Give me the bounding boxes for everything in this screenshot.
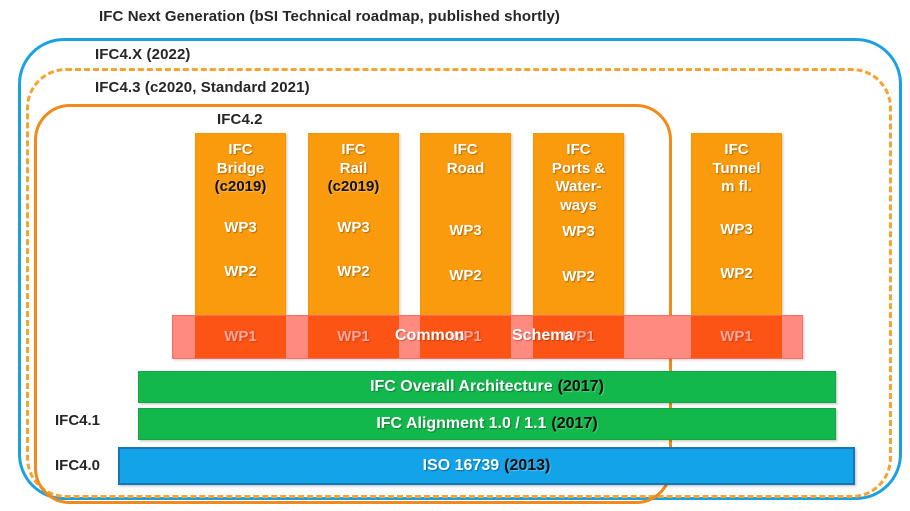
bar-label: ISO 16739 (422, 457, 500, 474)
bar-ifc-alignment[interactable]: IFC Alignment 1.0 / 1.1 (2017) (138, 408, 836, 440)
bar-label: IFC Overall Architecture (370, 378, 553, 395)
column-title-line: IFC (566, 141, 591, 158)
label-ifc41: IFC4.1 (55, 412, 101, 429)
column-title-line: IFC (724, 141, 749, 158)
column-wp3: WP3 (337, 218, 370, 236)
bar-year: (2017) (557, 378, 604, 395)
frame-ifc-next-generation (18, 38, 902, 500)
wp1-column-overlay (308, 316, 399, 358)
common-schema-word-common: Common (395, 327, 465, 344)
bar-year: (2017) (551, 415, 598, 432)
bar-ifc-overall-architecture[interactable]: IFC Overall Architecture (2017) (138, 371, 836, 403)
column-wp3: WP3 (449, 222, 482, 240)
wp1-column-overlay (420, 316, 511, 358)
column-wp1: WP1 (720, 328, 753, 345)
label-ifc40: IFC4.0 (55, 457, 101, 474)
label-ifc4x: IFC4.X (2022) (95, 46, 191, 63)
column-wp2: WP2 (449, 266, 482, 284)
wp1-column-overlay (691, 316, 782, 358)
common-schema-word-schema: Schema (512, 327, 574, 344)
column-wp2: WP2 (562, 267, 595, 285)
label-ifc43: IFC4.3 (c2020, Standard 2021) (95, 79, 310, 96)
column-title-line: IFC (228, 141, 253, 158)
bar-iso-16739[interactable]: ISO 16739 (2013) (118, 447, 855, 485)
column-wp1: WP1 (562, 328, 595, 345)
column-title-line: Ports & (551, 159, 606, 177)
column-year: (c2019) (214, 178, 267, 196)
column-title-line: IFC (341, 141, 366, 158)
column-title-line: Tunnel (712, 159, 761, 177)
column-wp1: WP1 (337, 328, 370, 345)
column-wp1: WP1 (449, 328, 482, 345)
column-wp3: WP3 (224, 218, 257, 236)
column-title-line: Bridge (216, 159, 265, 177)
column-ifc-bridge[interactable]: IFC Bridge (c2019) WP3 WP2 (195, 133, 286, 354)
column-wp2: WP2 (224, 263, 257, 281)
column-title-line: Road (446, 159, 485, 177)
column-wp2: WP2 (720, 265, 753, 283)
label-ifc42: IFC4.2 (217, 111, 263, 128)
column-title-line: IFC (453, 141, 478, 158)
wp1-column-overlay (533, 316, 624, 358)
wp1-column-overlay (195, 316, 286, 358)
column-wp1: WP1 (224, 328, 257, 345)
column-title-line: ways (560, 196, 597, 214)
column-wp2: WP2 (337, 263, 370, 281)
label-ifc-next-generation: IFC Next Generation (bSI Technical roadm… (99, 8, 560, 25)
column-wp3: WP3 (562, 223, 595, 241)
column-year: (c2019) (327, 178, 380, 196)
frame-ifc43 (34, 104, 672, 504)
column-title-line: Rail (339, 159, 368, 177)
column-wp3: WP3 (720, 220, 753, 238)
bar-year: (2013) (504, 457, 551, 474)
column-title-line: Water- (555, 178, 602, 196)
column-title-line: m fl. (721, 178, 752, 196)
frame-ifc4x (26, 68, 892, 498)
bar-label: IFC Alignment 1.0 / 1.1 (376, 415, 547, 432)
